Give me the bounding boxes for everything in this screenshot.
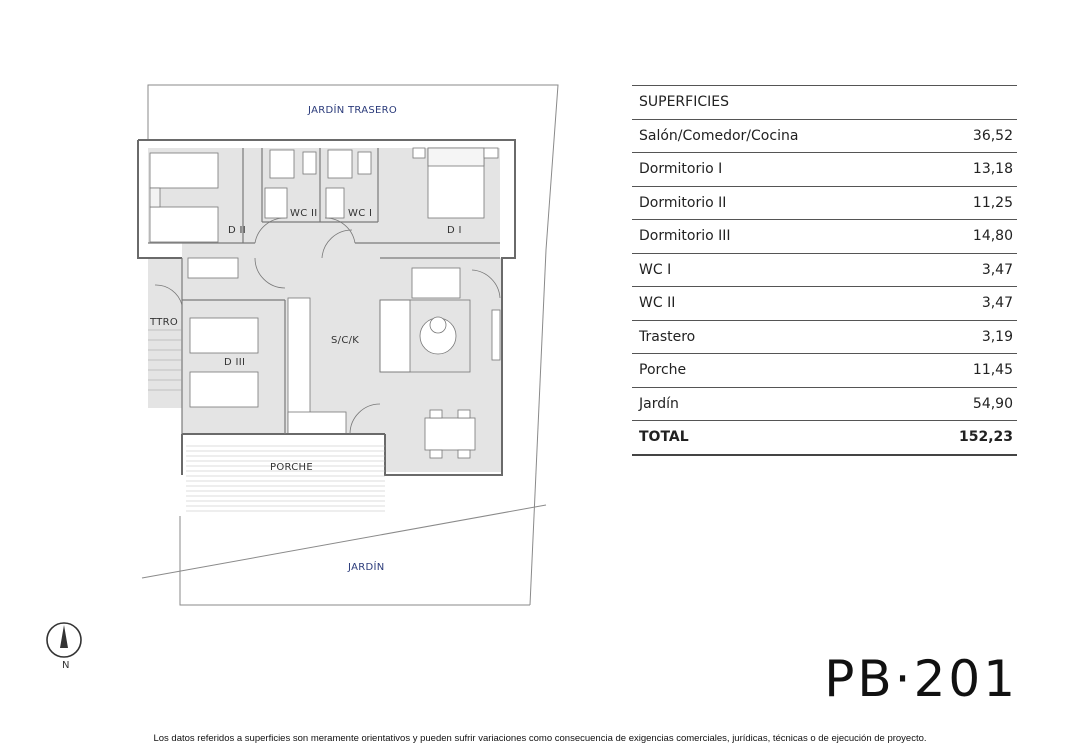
- label-porche: PORCHE: [270, 462, 313, 473]
- surface-value: 14,80: [972, 228, 1013, 245]
- surface-name: Dormitorio III: [639, 228, 731, 245]
- surfaces-header: SUPERFICIES: [632, 85, 1017, 120]
- disclaimer-text: Los datos referidos a superficies son me…: [153, 733, 927, 744]
- surfaces-row: Salón/Comedor/Cocina 36,52: [632, 120, 1017, 153]
- surface-value: 3,47: [981, 295, 1013, 312]
- living-furniture: [379, 267, 501, 459]
- surface-name: Dormitorio I: [639, 161, 723, 178]
- unit-code-title: PB·201: [824, 650, 1018, 708]
- surfaces-header-label: SUPERFICIES: [639, 94, 729, 111]
- beds: [149, 147, 499, 408]
- surfaces-row: Dormitorio III 14,80: [632, 220, 1017, 254]
- exterior-walls: [137, 139, 516, 476]
- north-compass-icon: [46, 622, 82, 658]
- surface-name: Dormitorio II: [639, 194, 727, 211]
- hall-counter: [287, 411, 347, 435]
- interior-walls: [148, 148, 500, 434]
- floor-plan: [46, 84, 559, 658]
- surfaces-row: Jardín 54,90: [632, 388, 1017, 421]
- label-jardin: JARDÍN: [348, 562, 385, 573]
- surface-name: Porche: [639, 362, 687, 379]
- surface-name: Jardín: [639, 395, 679, 412]
- label-ttro: TTRO: [150, 317, 179, 328]
- surfaces-row: Dormitorio II 11,25: [632, 187, 1017, 220]
- surfaces-row: WC II 3,47: [632, 287, 1017, 321]
- surfaces-row: Dormitorio I 13,18: [632, 153, 1017, 187]
- surface-name: Salón/Comedor/Cocina: [639, 127, 799, 144]
- compass-north-letter: N: [62, 660, 70, 671]
- porch-hatching: [186, 445, 385, 512]
- front-garden-outline: [141, 504, 547, 606]
- label-wc1: WC I: [348, 208, 373, 219]
- back-garden-outline: [147, 84, 559, 606]
- surface-value: 3,47: [981, 261, 1013, 278]
- label-d3: D III: [224, 357, 246, 368]
- label-sck: S/C/K: [331, 335, 360, 346]
- total-label: TOTAL: [639, 429, 689, 446]
- storage-lines: [148, 329, 182, 391]
- surface-value: 3,19: [981, 328, 1013, 345]
- surface-name: Trastero: [639, 328, 696, 345]
- label-jardin-trasero: JARDÍN TRASERO: [308, 105, 398, 116]
- surface-name: WC II: [639, 295, 676, 312]
- surface-name: WC I: [639, 261, 672, 278]
- bathroom-fixtures: [264, 149, 372, 219]
- surfaces-row: Trastero 3,19: [632, 321, 1017, 354]
- surfaces-total-row: TOTAL 152,23: [632, 421, 1017, 456]
- surfaces-row: WC I 3,47: [632, 254, 1017, 287]
- label-d1: D I: [447, 225, 462, 236]
- surface-value: 54,90: [972, 395, 1013, 412]
- surface-value: 36,52: [972, 127, 1013, 144]
- surface-value: 11,25: [972, 194, 1013, 211]
- total-value: 152,23: [958, 429, 1013, 446]
- surface-value: 11,45: [972, 362, 1013, 379]
- doors: [154, 217, 501, 435]
- surfaces-row: Porche 11,45: [632, 354, 1017, 388]
- label-wc2: WC II: [290, 208, 318, 219]
- label-d2: D II: [228, 225, 246, 236]
- surface-value: 13,18: [972, 161, 1013, 178]
